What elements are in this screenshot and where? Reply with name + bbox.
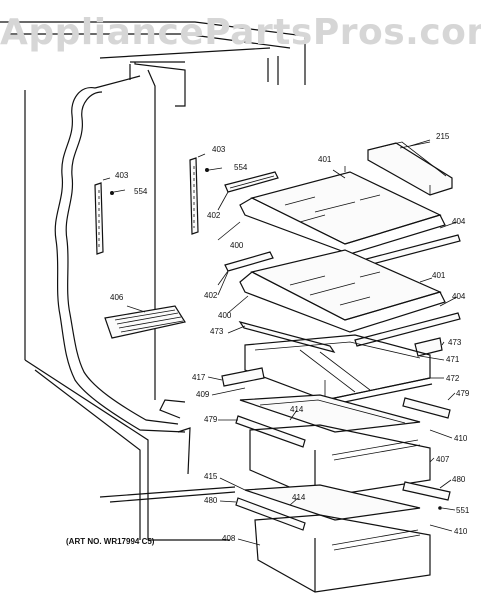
label-404-lower: 404 [452, 292, 466, 301]
callout-labels: 215 401 403 554 403 554 402 404 400 401 … [110, 132, 470, 543]
crisper-cover-406 [104, 305, 186, 339]
bottom-drawer-408 [244, 484, 431, 593]
drawer-slides-upper [221, 367, 451, 419]
glass-shelf-lower [239, 249, 461, 347]
label-414-lower: 414 [292, 493, 306, 502]
shelf-bracket-middle [217, 251, 274, 286]
label-403-left: 403 [115, 171, 129, 180]
middle-drawer-407 [235, 394, 431, 499]
label-551: 551 [456, 506, 470, 515]
shelf-bin-215 [367, 139, 453, 196]
label-410-upper: 410 [454, 434, 468, 443]
label-480-right: 480 [452, 475, 466, 484]
label-408: 408 [222, 534, 236, 543]
upper-drawer-assembly [238, 321, 443, 406]
label-415: 415 [204, 472, 218, 481]
side-rail-left [94, 177, 126, 255]
shelf-bracket-upper [217, 171, 279, 211]
label-479-left: 479 [204, 415, 218, 424]
art-number: (ART NO. WR17994 C5) [66, 537, 155, 546]
label-473-left: 473 [210, 327, 224, 336]
label-417: 417 [192, 373, 206, 382]
label-554-left: 554 [134, 187, 148, 196]
label-473-right: 473 [448, 338, 462, 347]
label-401-lower: 401 [432, 271, 446, 280]
label-400-lower: 400 [218, 311, 232, 320]
label-215: 215 [436, 132, 450, 141]
label-471: 471 [446, 355, 460, 364]
label-410-lower: 410 [454, 527, 468, 536]
drawer-slides-lower [235, 481, 451, 531]
label-403-right: 403 [212, 145, 226, 154]
label-402-upper: 402 [207, 211, 221, 220]
label-401-upper: 401 [318, 155, 332, 164]
label-480-left: 480 [204, 496, 218, 505]
label-400-upper: 400 [230, 241, 244, 250]
leader-lines [207, 141, 458, 546]
label-407: 407 [436, 455, 450, 464]
label-402-lower: 402 [204, 291, 218, 300]
side-rail-right [189, 153, 223, 235]
label-479-right: 479 [456, 389, 470, 398]
glass-shelf-upper [239, 166, 461, 269]
label-414-upper: 414 [290, 405, 304, 414]
label-406: 406 [110, 293, 124, 302]
label-472: 472 [446, 374, 460, 383]
cabinet-outline [0, 21, 306, 541]
label-409: 409 [196, 390, 210, 399]
label-404-upper: 404 [452, 217, 466, 226]
label-554-right: 554 [234, 163, 248, 172]
